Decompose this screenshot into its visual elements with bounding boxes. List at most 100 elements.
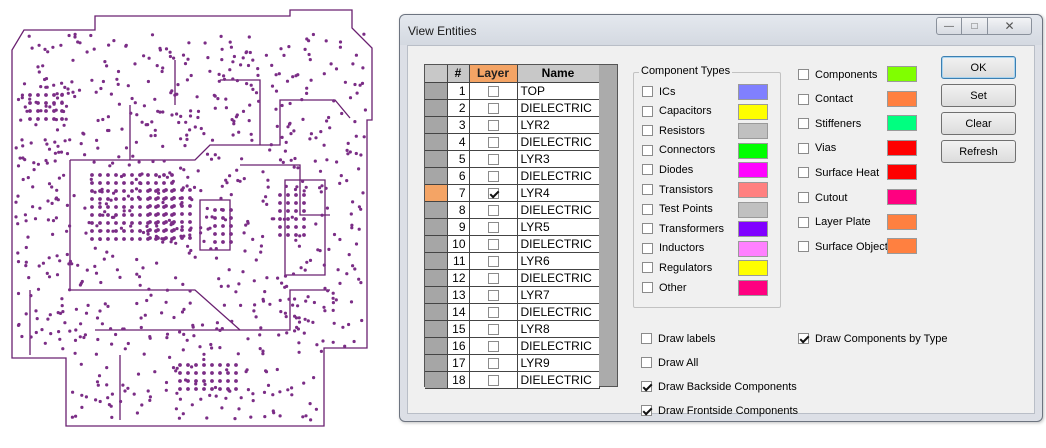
- layer-visible-checkbox[interactable]: [487, 119, 499, 131]
- component-type-checkbox[interactable]: [642, 184, 653, 195]
- layer-visible-cell[interactable]: [469, 133, 518, 151]
- draw-all-checkbox[interactable]: [641, 357, 652, 368]
- draw-labels-checkbox[interactable]: [641, 333, 652, 344]
- layer-visible-checkbox[interactable]: [487, 306, 499, 318]
- draw-frontside-components-checkbox[interactable]: [641, 405, 652, 416]
- layer-visible-checkbox[interactable]: [487, 357, 499, 369]
- layer-visible-checkbox[interactable]: [487, 340, 499, 352]
- layer-visible-cell[interactable]: [469, 167, 518, 185]
- component-type-color-swatch[interactable]: [738, 84, 768, 100]
- ok-button[interactable]: OK: [941, 56, 1016, 79]
- maximize-button[interactable]: □: [962, 17, 988, 35]
- layer-visible-checkbox[interactable]: [487, 170, 499, 182]
- entity-color-swatch[interactable]: [887, 115, 917, 132]
- draw-backside-components-option[interactable]: Draw Backside Components: [641, 378, 797, 395]
- entity-color-swatch[interactable]: [887, 213, 917, 230]
- layer-visible-checkbox[interactable]: [487, 102, 499, 114]
- entity-checkbox[interactable]: [798, 241, 809, 253]
- entity-checkbox[interactable]: [798, 142, 809, 154]
- layer-name[interactable]: LYR8: [517, 320, 600, 338]
- component-type-option[interactable]: Other: [642, 279, 687, 296]
- layer-name[interactable]: LYR6: [517, 252, 600, 270]
- layer-visible-cell[interactable]: [469, 371, 518, 389]
- entity-color-swatch[interactable]: [887, 90, 917, 107]
- layer-visible-cell[interactable]: [469, 354, 518, 372]
- entity-color-swatch[interactable]: [887, 189, 917, 205]
- minimize-button[interactable]: —: [936, 17, 962, 35]
- entity-option[interactable]: Layer Plate: [798, 214, 871, 231]
- component-type-color-swatch[interactable]: [738, 103, 768, 120]
- layer-visible-checkbox[interactable]: [487, 272, 499, 284]
- component-type-checkbox[interactable]: [642, 242, 653, 254]
- layer-name[interactable]: LYR4: [517, 184, 600, 202]
- entity-option[interactable]: Contact: [798, 91, 853, 108]
- entity-color-swatch[interactable]: [887, 139, 917, 156]
- layer-name[interactable]: TOP: [517, 82, 600, 100]
- component-type-checkbox[interactable]: [642, 105, 653, 117]
- layer-name[interactable]: DIELECTRIC: [517, 337, 600, 355]
- layer-name[interactable]: DIELECTRIC: [517, 167, 600, 185]
- component-type-checkbox[interactable]: [642, 262, 653, 274]
- layer-name[interactable]: LYR5: [517, 218, 600, 236]
- component-type-color-swatch[interactable]: [738, 221, 768, 238]
- row-selector[interactable]: [425, 167, 448, 185]
- entity-color-swatch[interactable]: [887, 238, 917, 255]
- component-type-option[interactable]: Inductors: [642, 240, 704, 257]
- row-selector[interactable]: [425, 371, 448, 389]
- column-header-name[interactable]: Name: [517, 65, 600, 83]
- layer-visible-checkbox[interactable]: [487, 204, 499, 216]
- layer-visible-checkbox[interactable]: [487, 136, 499, 148]
- layer-name[interactable]: DIELECTRIC: [517, 133, 600, 151]
- layer-visible-checkbox[interactable]: [487, 374, 499, 386]
- component-type-color-swatch[interactable]: [738, 201, 768, 218]
- component-type-checkbox[interactable]: [642, 164, 653, 176]
- layer-visible-cell[interactable]: [469, 82, 518, 100]
- row-selector[interactable]: [425, 82, 448, 100]
- row-selector[interactable]: [425, 286, 448, 304]
- component-type-color-swatch[interactable]: [738, 260, 768, 277]
- layer-visible-cell[interactable]: [469, 303, 518, 321]
- component-type-color-swatch[interactable]: [738, 142, 768, 159]
- row-selector[interactable]: [425, 116, 448, 134]
- draw-all-option[interactable]: Draw All: [641, 354, 698, 371]
- title-bar[interactable]: View Entities — □ ✕: [400, 15, 1042, 45]
- component-type-option[interactable]: Resistors: [642, 122, 705, 139]
- row-selector[interactable]: [425, 99, 448, 117]
- clear-button[interactable]: Clear: [941, 112, 1016, 135]
- component-type-checkbox[interactable]: [642, 203, 653, 215]
- entity-checkbox[interactable]: [798, 192, 809, 203]
- layer-visible-checkbox[interactable]: [487, 85, 499, 97]
- layer-visible-checkbox[interactable]: [487, 323, 499, 335]
- layer-visible-cell[interactable]: [469, 320, 518, 338]
- column-header-layer[interactable]: Layer: [469, 65, 518, 83]
- component-type-color-swatch[interactable]: [738, 123, 768, 140]
- row-selector[interactable]: [425, 150, 448, 168]
- entity-color-swatch[interactable]: [887, 164, 917, 181]
- close-button[interactable]: ✕: [988, 17, 1032, 35]
- layer-name[interactable]: DIELECTRIC: [517, 303, 600, 321]
- component-type-checkbox[interactable]: [642, 144, 653, 156]
- component-type-checkbox[interactable]: [642, 86, 653, 97]
- entity-option[interactable]: Surface Heat: [798, 164, 879, 181]
- layer-visible-checkbox[interactable]: [487, 238, 499, 250]
- entity-option[interactable]: Stiffeners: [798, 115, 861, 132]
- layer-visible-cell[interactable]: [469, 269, 518, 287]
- column-header-number[interactable]: #: [447, 65, 470, 83]
- layer-name[interactable]: DIELECTRIC: [517, 99, 600, 117]
- entity-checkbox[interactable]: [798, 69, 809, 80]
- layer-visible-cell[interactable]: [469, 201, 518, 219]
- component-type-option[interactable]: Diodes: [642, 161, 693, 178]
- layer-name[interactable]: DIELECTRIC: [517, 269, 600, 287]
